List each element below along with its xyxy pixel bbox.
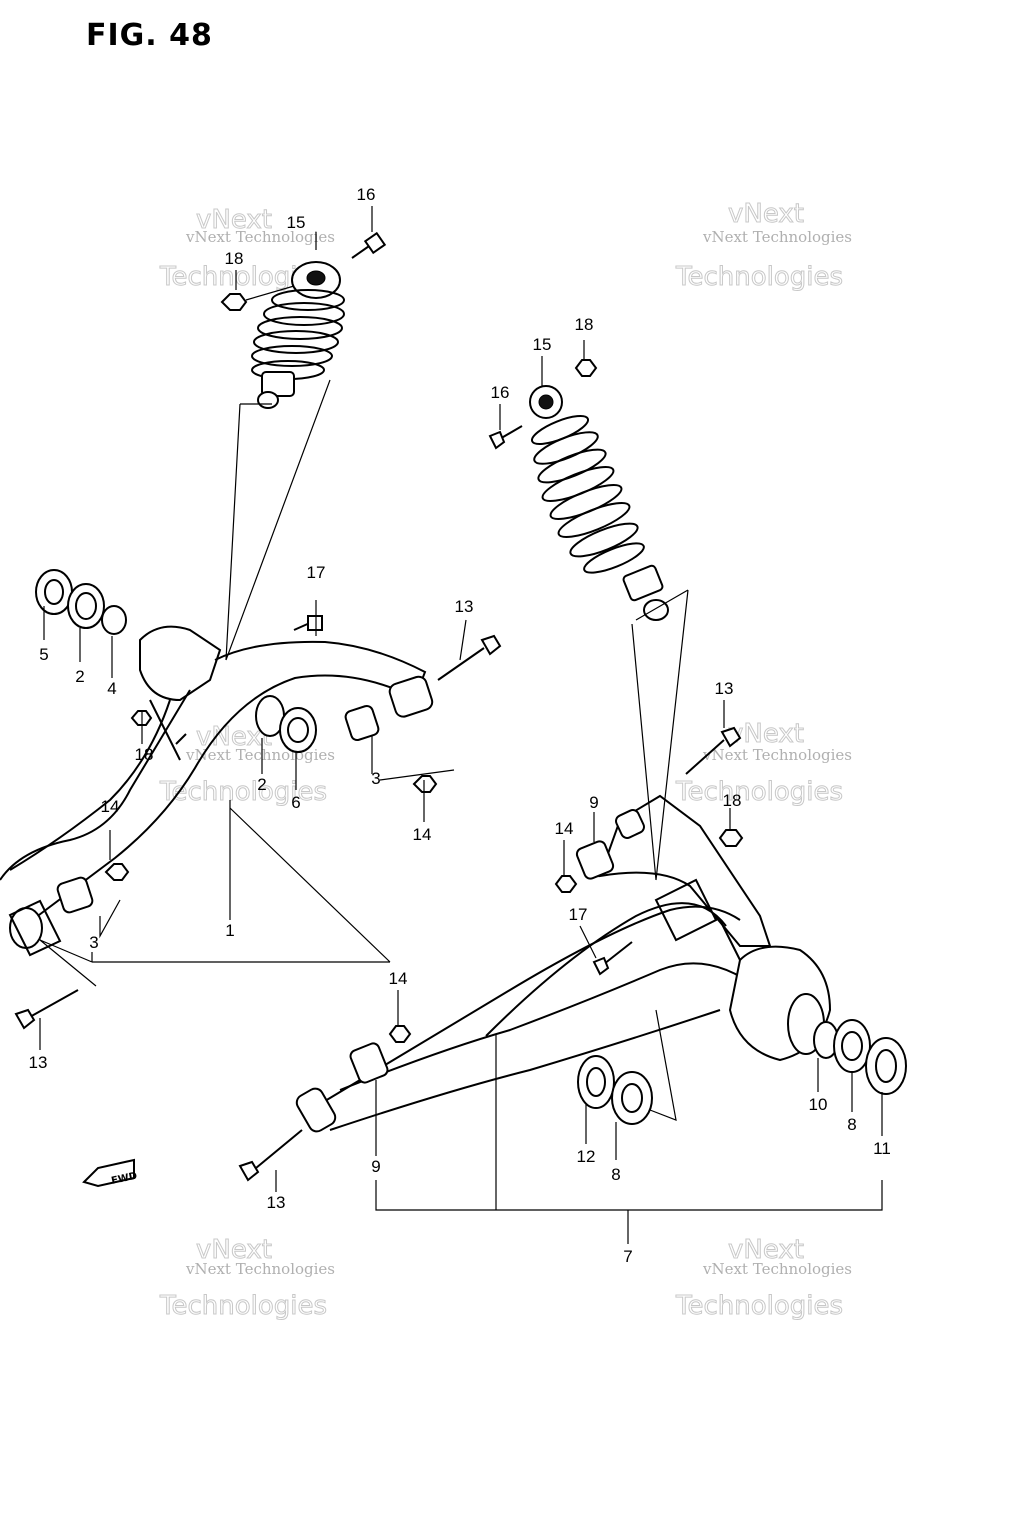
watermark-bottom-right: vNext vNext Technologies Technologies [675,1235,853,1322]
right-nut-14-upper [554,875,578,893]
right-shock-guide-lines [631,589,689,881]
callout-13-right-bottom: 13 [267,1193,286,1212]
svg-text:Technologies: Technologies [675,262,843,292]
callout-18-right-top: 18 [575,315,594,334]
right-bolt-13-upper [685,726,742,775]
left-bolt-16 [351,231,387,259]
right-nut-18-mid [718,829,744,847]
right-bearing-8-left [611,1071,653,1125]
left-nut-14-right [412,775,438,793]
svg-text:vNext: vNext [196,1235,272,1265]
callout-8-right: 8 [847,1115,856,1134]
right-swingarm-7 [295,794,832,1133]
callout-2-left: 2 [75,667,84,686]
callout-2-left-inner: 2 [257,775,266,794]
callout-11: 11 [873,1139,891,1158]
left-bushing-3-lower [56,876,94,914]
callout-9-right-lower: 9 [371,1157,380,1176]
svg-text:vNext Technologies: vNext Technologies [702,746,852,764]
right-bearing-8-right [833,1019,871,1073]
callout-15-left: 15 [287,213,306,232]
callout-18-right-mid: 18 [723,791,742,810]
left-shock-absorber [251,261,345,409]
left-spacer-4 [101,605,127,635]
right-bushing-9-upper [575,840,615,880]
left-pivot-collar [388,675,434,718]
svg-text:vNext Technologies: vNext Technologies [185,228,335,246]
callout-3-right: 3 [371,769,380,788]
fwd-direction-arrow: FWD [82,1158,138,1188]
watermark-mid-right: vNext vNext Technologies Technologies [675,719,853,808]
callout-18-left-top: 18 [225,249,244,268]
watermark-top-right: vNext vNext Technologies Technologies [675,199,853,293]
svg-text:vNext: vNext [728,1235,804,1265]
right-leader-lines [275,340,883,1244]
left-swingarm-1 [0,625,427,957]
right-bolt-16 [488,425,523,450]
callout-12: 12 [577,1147,596,1166]
callout-13-right-top: 13 [715,679,734,698]
callout-14-left: 14 [101,797,120,816]
right-seal-11 [865,1037,907,1095]
callout-8-left: 8 [611,1165,620,1184]
figure-title: FIG. 48 [86,18,213,53]
callout-9-right-upper: 9 [589,793,598,812]
right-seal-12 [577,1055,615,1109]
right-nut-14-lower [388,1025,412,1043]
callout-13-left-bottom: 13 [29,1053,48,1072]
callout-14-left-right: 14 [413,825,432,844]
left-bolt-17 [293,615,323,631]
svg-text:vNext Technologies: vNext Technologies [702,228,852,246]
left-bolt-13-top [437,634,502,681]
callout-16-left: 16 [357,185,376,204]
callout-7: 7 [623,1247,632,1266]
left-nut-18-top [220,285,295,311]
right-bolt-13-lower [238,1129,303,1182]
callout-14-right-lower: 14 [389,969,408,988]
left-leader-lines [39,206,467,1050]
svg-text:vNext: vNext [196,205,272,235]
right-collar-upper [615,809,645,839]
left-seal-6 [279,707,317,753]
callout-18-left-lower: 18 [135,745,154,764]
left-shock-guide-lines [225,379,331,661]
callout-4: 4 [107,679,116,698]
left-bushing-3-right [344,704,380,742]
left-bearing-2 [67,583,105,629]
svg-text:Technologies: Technologies [159,1291,327,1321]
svg-text:Technologies: Technologies [675,777,843,807]
svg-text:vNext Technologies: vNext Technologies [185,1260,335,1278]
svg-text:Technologies: Technologies [675,1291,843,1321]
right-shock-absorber [529,385,669,621]
svg-text:vNext Technologies: vNext Technologies [702,1260,852,1278]
svg-text:Technologies: Technologies [159,777,327,807]
left-oil-seal-5 [35,569,73,615]
watermark-bottom-left: vNext vNext Technologies Technologies [159,1235,336,1322]
callout-15-right: 15 [533,335,552,354]
callout-5: 5 [39,645,48,664]
callout-17-left: 17 [307,563,326,582]
svg-text:vNext: vNext [728,719,804,749]
callout-16-right: 16 [491,383,510,402]
callout-13-left-top: 13 [455,597,474,616]
right-bushing-9-lower [349,1042,389,1084]
callout-17-right: 17 [569,905,588,924]
right-nut-18-top [574,359,598,377]
callout-6: 6 [291,793,300,812]
callout-3-lower: 3 [89,933,98,952]
callout-14-right-upper: 14 [555,819,574,838]
svg-text:vNext: vNext [728,199,804,229]
fwd-text: FWD [110,1171,138,1187]
callout-10: 10 [809,1095,828,1114]
callout-1: 1 [225,921,234,940]
left-nut-14-lower [104,863,130,881]
left-bolt-13-bottom [14,989,79,1030]
right-bolt-17 [592,941,633,976]
